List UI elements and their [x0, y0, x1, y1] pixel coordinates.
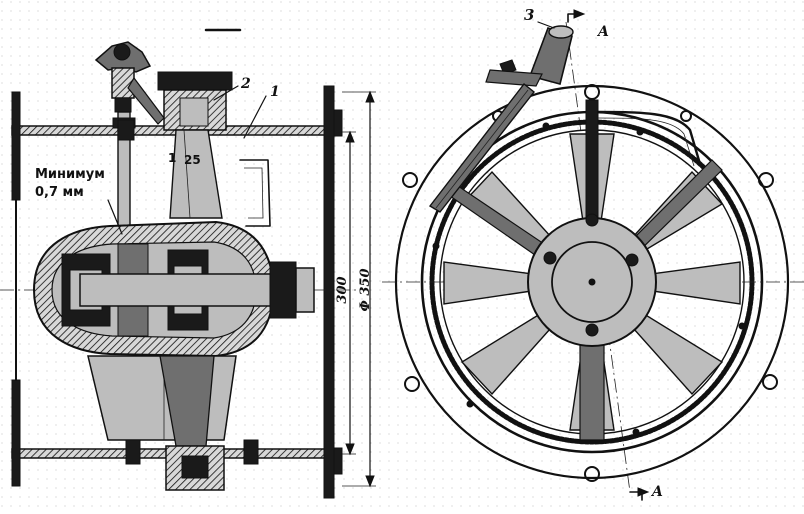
motor-bracket-inner: [244, 167, 264, 219]
rim-rivets: [432, 122, 746, 436]
fan-blade-3: [591, 261, 741, 305]
dim-300-arrow-top: [345, 130, 355, 143]
minimum-label-line2: 0,7 мм: [35, 185, 84, 200]
hub-inner: [551, 241, 633, 323]
right-flange-lip-bottom: [333, 447, 343, 475]
small-label-1: 1: [168, 151, 176, 165]
flange-bolt-5: [404, 376, 420, 392]
oil-pipe: [127, 76, 165, 125]
flange-bolt-3: [762, 374, 778, 390]
rim-rivet-2: [466, 400, 474, 408]
callout-2-label: 2: [240, 76, 251, 92]
flange-bolt-1: [584, 84, 600, 100]
upper-strut: [169, 129, 223, 219]
grease-tube-cap: [548, 25, 574, 39]
right-flange: [323, 85, 335, 499]
callout-1-leader: [243, 95, 267, 139]
callout-2-leader: [213, 85, 239, 101]
side-section-view: 1 2 1 25 Минимум 0,7 мм 300 Φ 350: [0, 28, 376, 499]
valve-knob: [113, 43, 131, 61]
section-a-top-arrow: [573, 9, 586, 19]
bolt-upper-left: [117, 119, 135, 141]
rim-rivet-3: [632, 428, 640, 436]
hub-center: [588, 278, 596, 286]
shaft-end: [295, 267, 315, 313]
hub-bolt-bottom: [585, 323, 599, 337]
top-bushing-cap: [157, 71, 233, 91]
upper-strut-line: [183, 129, 191, 219]
hub-bolt-right: [625, 253, 639, 267]
rim-rivet-1: [432, 242, 440, 250]
rim-rivet-5: [636, 128, 644, 136]
callout-1-label: 1: [270, 84, 280, 100]
flange-bolt-2: [758, 172, 774, 188]
support-strut-top: [585, 99, 599, 233]
hub-bolt-left: [543, 251, 557, 265]
flange-bolts: [402, 84, 778, 482]
rim-rivet-6: [542, 122, 550, 130]
section-a-bottom-label: A: [650, 484, 663, 500]
flange-bolt-6: [402, 172, 418, 188]
bottom-boss-hole: [181, 455, 209, 479]
valve-nut: [114, 97, 132, 113]
small-label-25: 25: [184, 153, 201, 167]
dim-300-arrow-bottom: [345, 443, 355, 456]
dim-350-arrow-top: [365, 90, 375, 103]
callout-3-leader: [537, 21, 555, 29]
grease-valve-handle: [485, 69, 543, 87]
section-a-bottom-arrow: [637, 487, 650, 497]
bottom-boss: [165, 445, 225, 491]
shaft: [79, 273, 281, 307]
callout-3-label: 3: [524, 6, 534, 24]
motor-bracket: [239, 159, 271, 227]
grease-feed-line-detail: [435, 89, 529, 209]
left-flange-top: [11, 91, 21, 201]
dim-350-label: Φ 350: [358, 269, 373, 312]
dim-350-arrow-bottom: [365, 475, 375, 488]
section-a-line: [565, 21, 631, 493]
right-flange-lip-top: [333, 109, 343, 137]
dim-300-label: 300: [335, 276, 350, 303]
front-view: 3 A A: [382, 6, 804, 501]
grease-tube: [528, 26, 573, 85]
fan-blade-7: [443, 261, 593, 305]
flange-bolt-7: [680, 110, 692, 122]
bolt-lower-left: [125, 439, 141, 465]
lubrication-pipe: [596, 110, 702, 166]
hub-bolt-top: [585, 213, 599, 227]
minimum-label-line1: Минимум: [35, 167, 105, 182]
bolt-lower-right: [243, 439, 259, 465]
shaft-nut: [269, 261, 297, 319]
rim-rivet-4: [738, 322, 746, 330]
flange-bolt-4: [584, 466, 600, 482]
left-flange-bottom: [11, 379, 21, 487]
lubrication-pipe-inner: [597, 117, 695, 167]
section-a-top-label: A: [596, 24, 609, 40]
minimum-leader: [107, 199, 123, 235]
top-bushing-bore: [179, 97, 209, 127]
